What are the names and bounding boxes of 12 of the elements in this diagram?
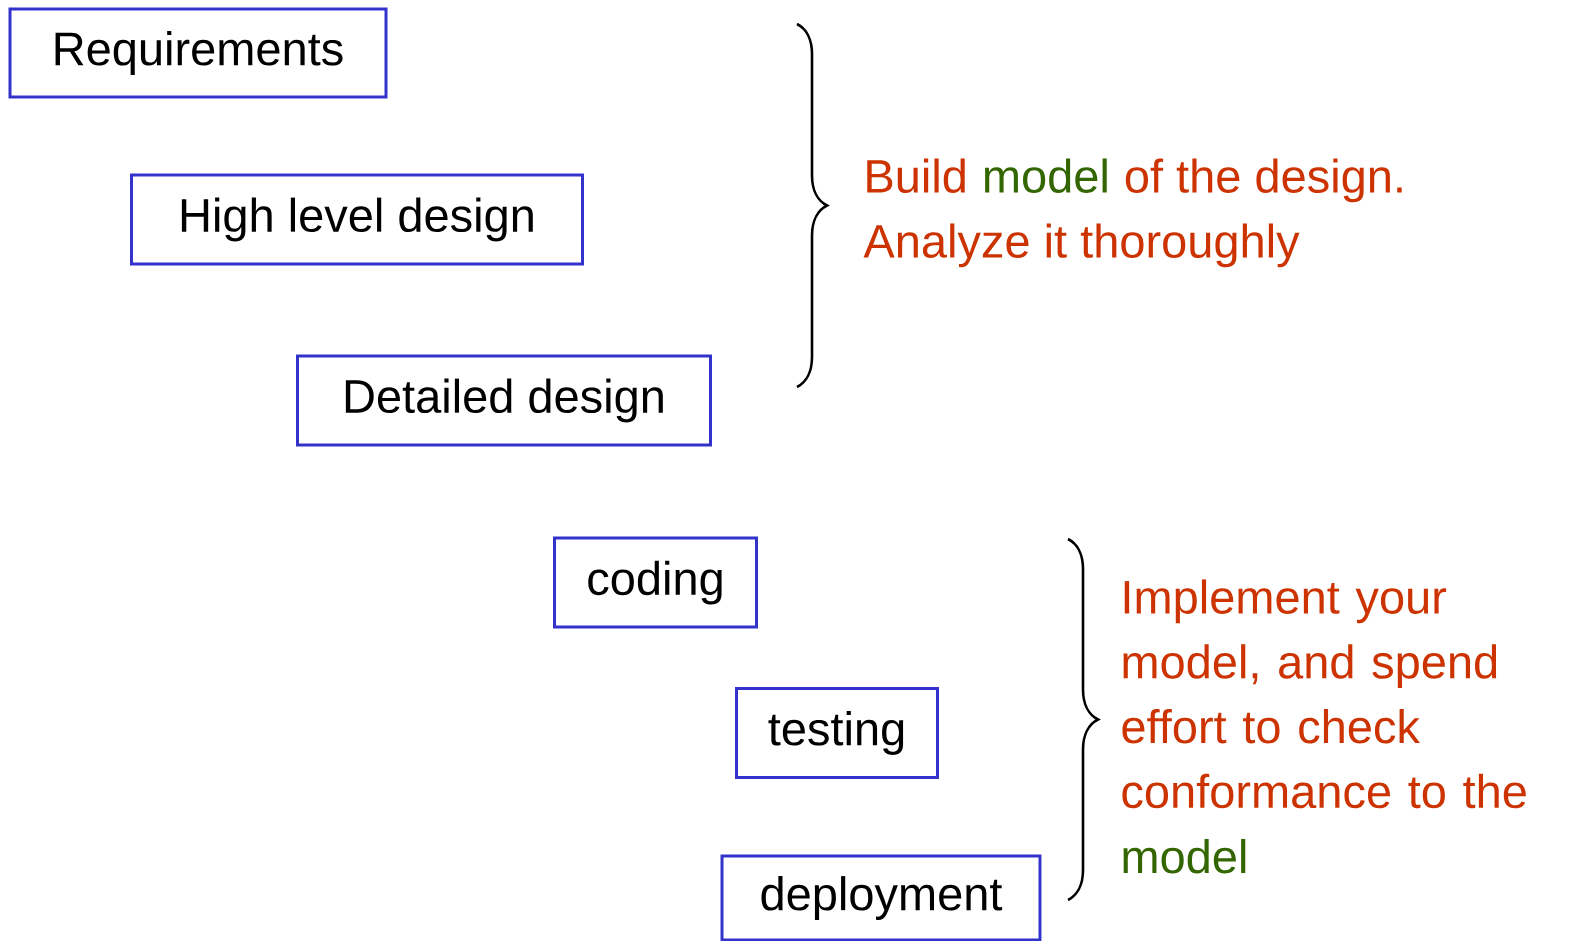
annotation-text: model (985, 158, 1107, 193)
process-box: Requirements (8, 7, 388, 99)
annotation-text: Analyze it thoroughly (863, 223, 1300, 268)
process-box: deployment (720, 854, 1042, 941)
annotation-text: Implement your model, and spend effort to check conformance to the (1122, 579, 1526, 809)
annotation-text: model (1123, 838, 1246, 874)
process-box: testing (735, 687, 939, 779)
process-box: coding (553, 536, 758, 629)
annotation-text: of the design. (1125, 158, 1402, 203)
process-box: Detailed design (296, 354, 712, 447)
annotation-text: Build (867, 158, 965, 193)
process-box: High level design (130, 173, 584, 266)
